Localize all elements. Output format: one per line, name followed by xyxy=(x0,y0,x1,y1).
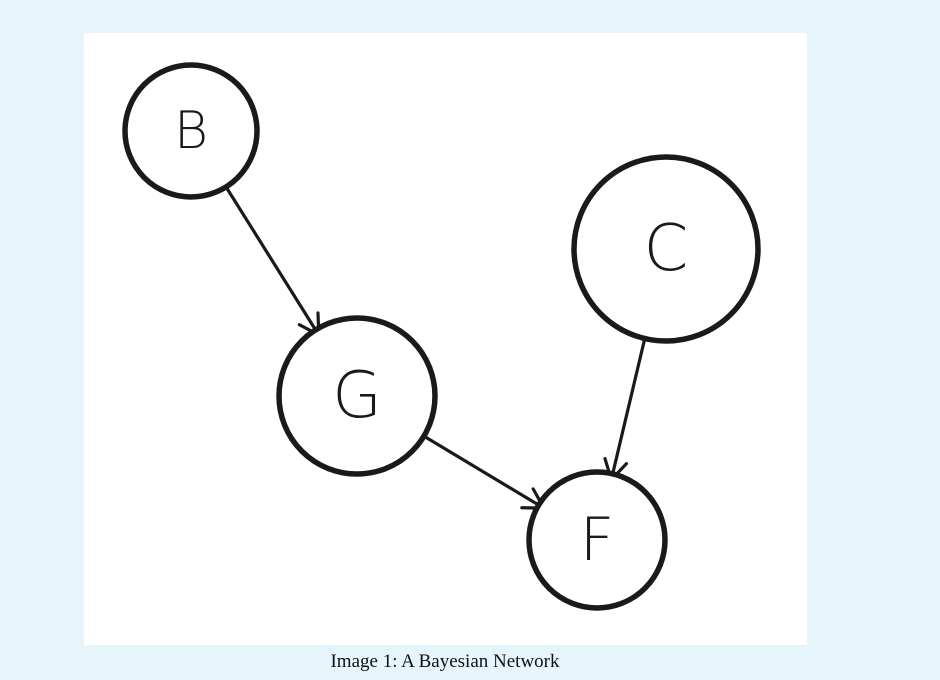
node-label: B xyxy=(174,101,208,161)
node-circle xyxy=(122,62,260,200)
nodes-layer: B G C F xyxy=(122,62,761,611)
node-label: F xyxy=(580,505,615,575)
node-b: B xyxy=(122,62,260,200)
edge-line xyxy=(423,435,546,510)
node-circle xyxy=(571,154,761,344)
node-circle xyxy=(526,469,668,611)
edge-c-to-f xyxy=(603,338,646,482)
node-f: F xyxy=(526,469,668,611)
edge-line xyxy=(609,338,646,482)
node-circle xyxy=(276,315,438,477)
edge-line xyxy=(225,187,321,337)
node-c: C xyxy=(571,154,761,344)
node-label: C xyxy=(644,212,689,286)
figure-caption: Image 1: A Bayesian Network xyxy=(330,651,560,672)
edge-b-to-g xyxy=(225,187,321,337)
diagram-panel: B G C F xyxy=(84,33,807,645)
edge-g-to-f xyxy=(423,435,546,510)
bayesian-network-diagram: B G C F xyxy=(122,62,761,611)
node-label: G xyxy=(332,359,382,433)
node-g: G xyxy=(276,315,438,477)
